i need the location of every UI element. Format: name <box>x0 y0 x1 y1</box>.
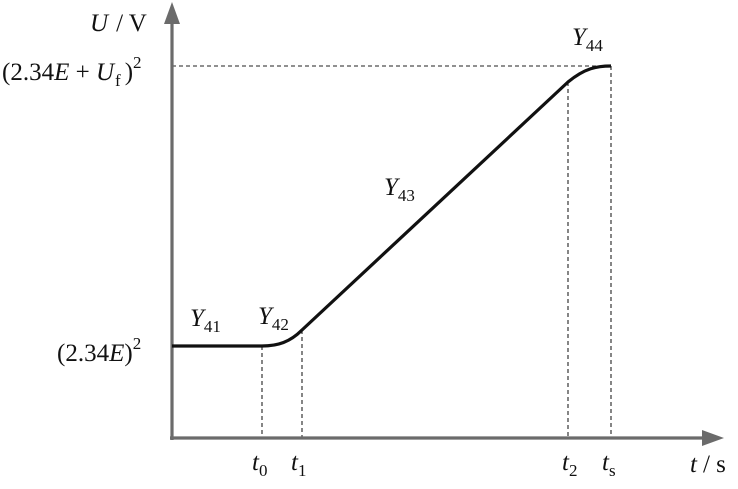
upper-plus: + <box>69 59 96 86</box>
y-axis-var: U <box>90 10 110 37</box>
x-axis-var: t <box>690 451 698 478</box>
segment-label-y44: Y44 <box>572 24 603 55</box>
tick-label-ts: ts <box>602 449 616 480</box>
lower-lparen: (2.34 <box>57 340 110 367</box>
upper-level-label: (2.34E + Uf)2 <box>2 53 142 90</box>
x-axis-unit: / s <box>703 451 726 478</box>
lower-E: E <box>108 340 124 367</box>
tick-label-t0: t0 <box>252 449 267 480</box>
x-axis-label: t/ s <box>690 451 726 478</box>
upper-exp: 2 <box>133 53 142 72</box>
y-axis-unit: / V <box>116 10 147 37</box>
tick-label-t2: t2 <box>562 449 577 480</box>
lower-level-label: (2.34E)2 <box>57 334 141 367</box>
lower-exp: 2 <box>133 334 142 353</box>
segment-label-y41: Y41 <box>190 305 221 336</box>
y-axis-arrow-icon <box>164 2 180 24</box>
upper-U: U <box>96 59 116 86</box>
tick-label-t1: t1 <box>291 449 306 480</box>
segment-label-y43: Y43 <box>384 174 415 205</box>
upper-rparen: ) <box>125 59 133 86</box>
upper-f-sub: f <box>115 71 121 90</box>
segment-label-y42: Y42 <box>258 303 289 334</box>
y-axis-label: U/ V <box>90 10 147 37</box>
lower-rparen: ) <box>124 340 132 367</box>
voltage-curve <box>172 64 612 348</box>
upper-lparen: (2.34 <box>2 59 55 86</box>
x-axis-arrow-icon <box>702 430 724 446</box>
upper-E: E <box>53 59 69 86</box>
